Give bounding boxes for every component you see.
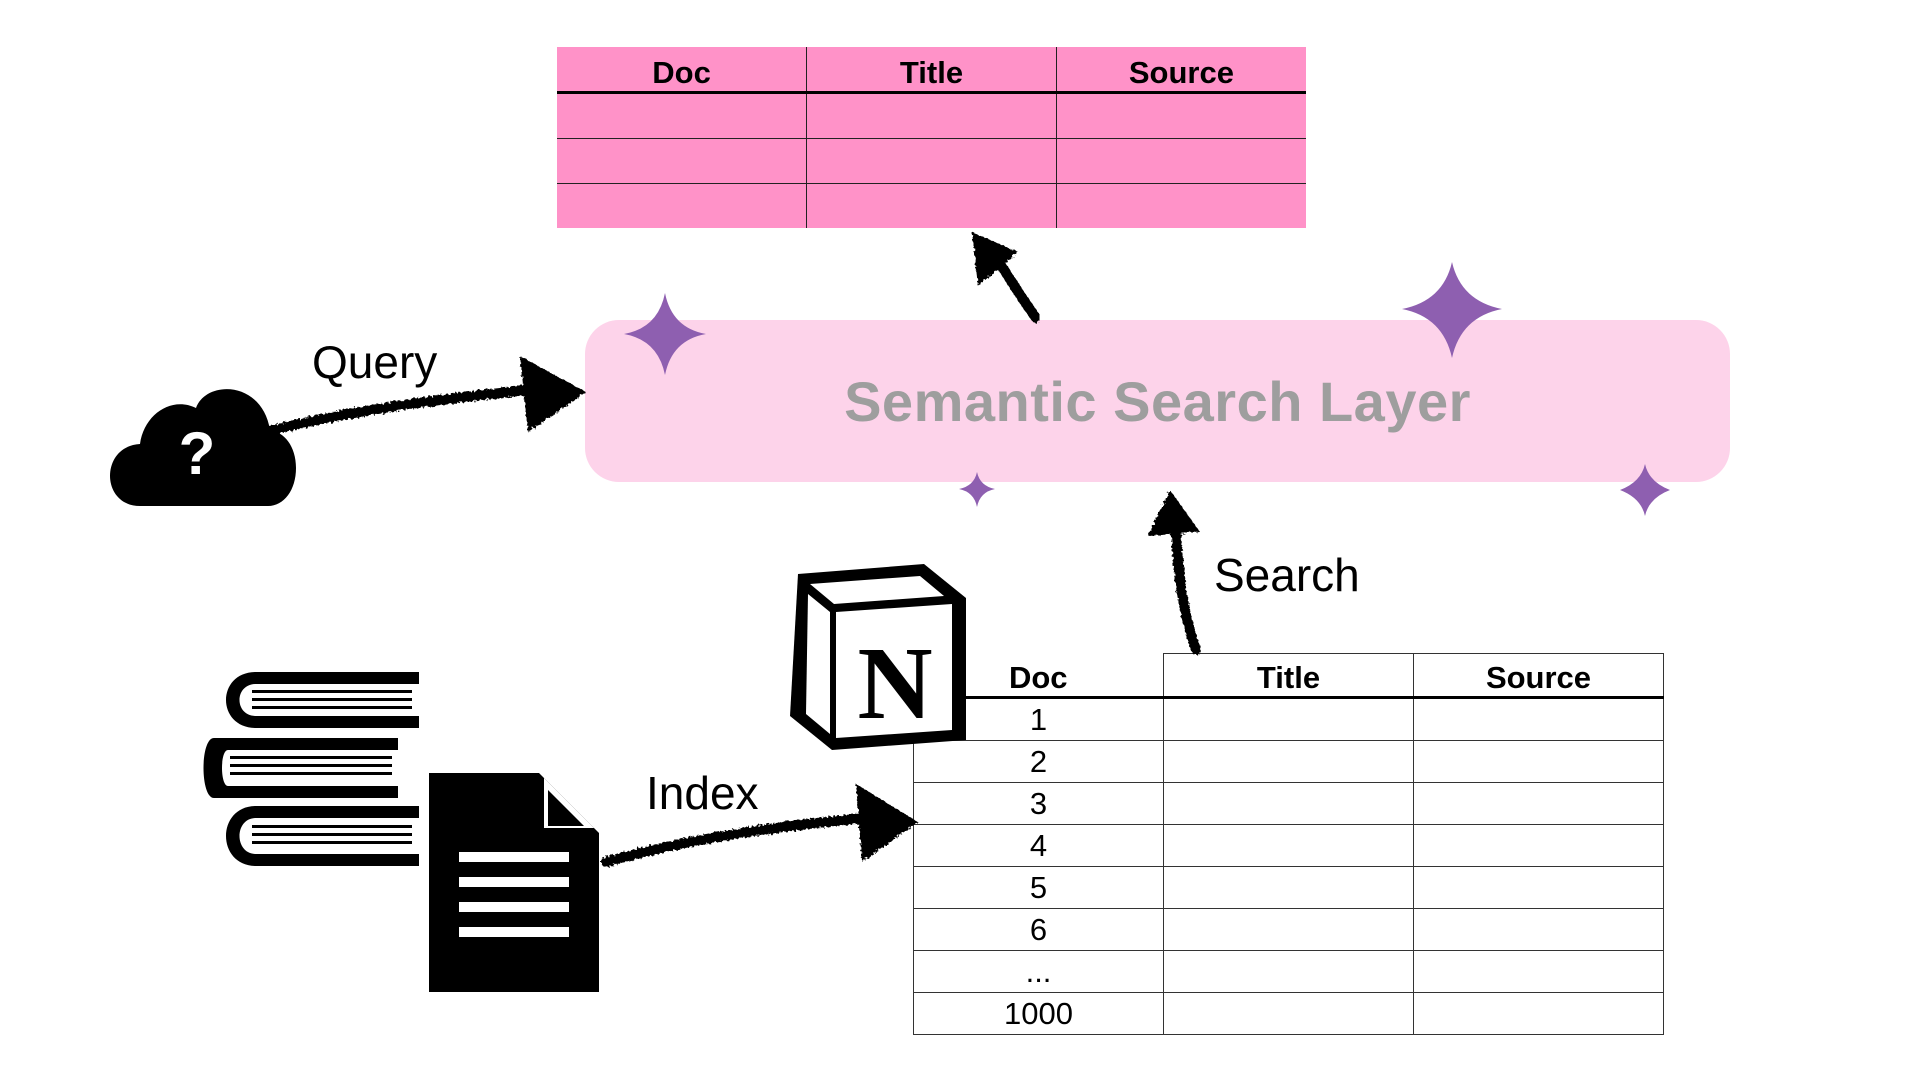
hand-drawn-arrow-icon (1148, 490, 1201, 655)
index-table-header-row: Doc Title Source (913, 653, 1664, 699)
hand-drawn-arrow-icon (601, 784, 918, 867)
index-header-source: Source (1413, 653, 1664, 699)
index-doc-cell: 5 (913, 866, 1164, 909)
index-table-row: 4 (913, 824, 1664, 867)
book-icon (226, 672, 419, 728)
sparkle-icon (1620, 464, 1670, 516)
results-cell (806, 92, 1057, 139)
index-doc-cell: 3 (913, 782, 1164, 825)
semantic-search-layer: Semantic Search Layer (585, 320, 1730, 482)
search-label: Search (1214, 549, 1360, 601)
results-table-row (557, 92, 1306, 139)
query-label: Query (312, 336, 438, 388)
results-cell (806, 138, 1057, 184)
book-icon (203, 738, 398, 798)
sparkle-icon (624, 293, 706, 375)
hand-drawn-arrow-icon (253, 356, 586, 439)
notion-logo-icon: N (790, 564, 966, 750)
results-cell (1055, 92, 1306, 139)
index-label: Index (646, 767, 759, 819)
index-source-cell (1413, 992, 1664, 1035)
index-doc-cell: 6 (913, 908, 1164, 951)
index-header-title: Title (1163, 653, 1414, 699)
index-doc-cell: 1000 (913, 992, 1164, 1035)
index-title-cell (1163, 992, 1414, 1035)
results-cell (557, 92, 808, 139)
semantic-search-layer-title: Semantic Search Layer (844, 369, 1471, 433)
results-cell (806, 183, 1057, 228)
index-table-row: 5 (913, 866, 1664, 909)
results-header-title: Title (806, 47, 1057, 94)
results-cell (1055, 138, 1306, 184)
results-table: Doc Title Source (557, 47, 1306, 228)
book-icon (226, 806, 419, 866)
sparkle-icon (1402, 262, 1502, 358)
hand-drawn-arrow-icon (972, 232, 1041, 323)
results-cell (557, 138, 808, 184)
results-cell (1055, 183, 1306, 228)
index-source-cell (1413, 824, 1664, 867)
results-table-row (557, 138, 1306, 184)
index-title-cell (1163, 740, 1414, 783)
cloud-question-mark: ? (179, 420, 216, 487)
svg-text:N: N (857, 626, 932, 741)
index-table-row: 1000 (913, 992, 1664, 1035)
question-cloud-icon: ? (110, 389, 296, 506)
results-cell (557, 183, 808, 228)
results-header-source: Source (1055, 47, 1306, 94)
index-source-cell (1413, 782, 1664, 825)
index-table-row: 2 (913, 740, 1664, 783)
results-table-row (557, 183, 1306, 228)
results-table-header-row: Doc Title Source (557, 47, 1306, 94)
book-stack-icon (203, 672, 419, 866)
document-icon (429, 773, 599, 992)
index-table-row: 1 (913, 697, 1664, 741)
document-index-table: Doc Title Source 1 2 3 4 5 (913, 653, 1664, 1035)
results-header-doc: Doc (557, 47, 808, 94)
sparkle-icon (959, 472, 995, 507)
